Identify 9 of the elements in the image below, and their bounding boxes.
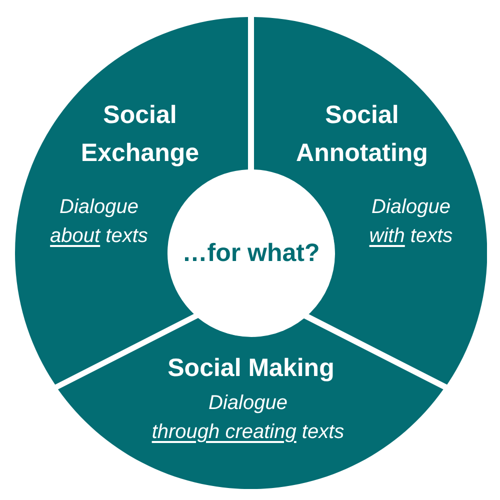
segment-title: Social Annotating [296, 100, 428, 169]
segment-subtitle: Dialogue through creating texts [152, 390, 344, 445]
segment-subtitle: Dialogue about texts [50, 194, 148, 249]
center-question: …for what? [182, 238, 320, 268]
ring-segment [58, 318, 444, 489]
segment-title: Social Exchange [80, 100, 200, 169]
segment-subtitle: Dialogue with texts [369, 194, 453, 249]
ring-segment [15, 17, 248, 385]
segment-title: Social Making [168, 352, 334, 384]
